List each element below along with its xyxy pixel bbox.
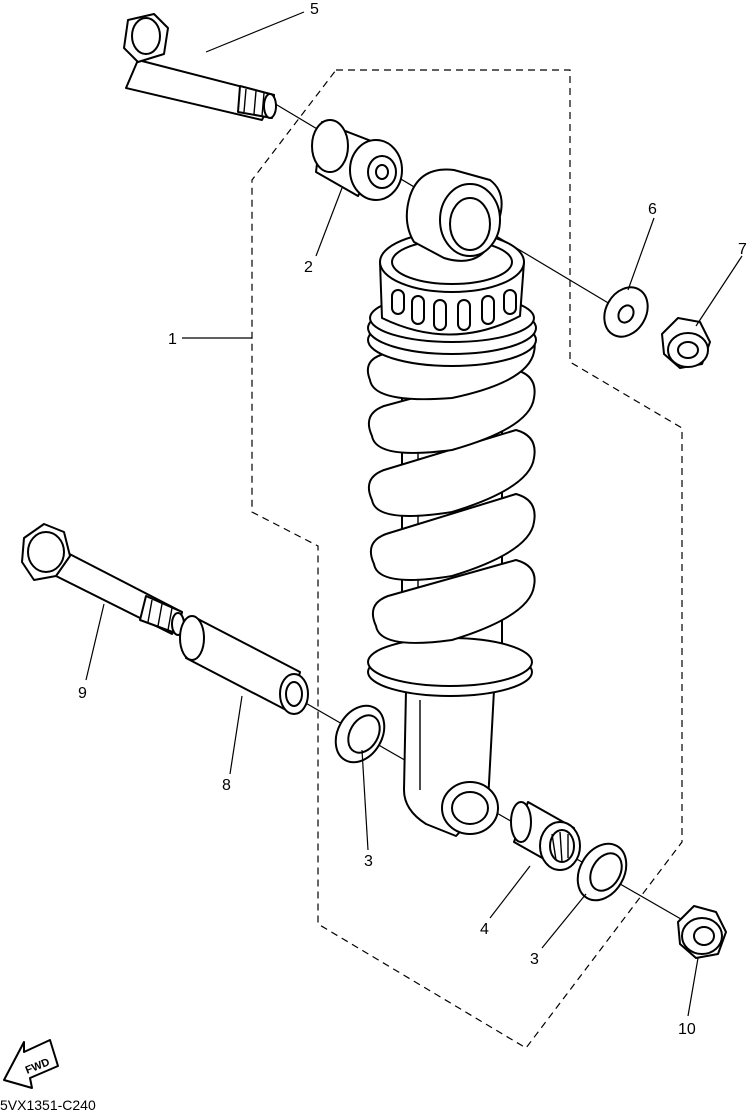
oil-seal-right	[576, 842, 628, 902]
callout-8: 8	[222, 777, 231, 794]
lower-collar	[179, 615, 309, 715]
lower-bolt	[21, 523, 185, 636]
leader-10	[687, 957, 699, 1017]
upper-collar	[311, 119, 403, 201]
leader-3b	[541, 893, 587, 949]
drawing-code: 5VX1351-C240	[0, 1097, 96, 1112]
shock-absorber	[366, 168, 537, 837]
oil-seal-left	[334, 704, 386, 764]
leader-2	[315, 187, 343, 257]
upper-bolt	[123, 13, 277, 121]
leader-6	[627, 217, 655, 291]
leader-7	[695, 255, 743, 327]
callout-2: 2	[304, 259, 313, 276]
upper-nut	[661, 317, 711, 369]
bearing	[510, 801, 581, 871]
leader-9	[85, 603, 105, 681]
leader-5	[205, 11, 305, 53]
leader-3a	[361, 749, 369, 851]
callout-3a: 3	[364, 853, 373, 870]
callout-1: 1	[168, 331, 177, 348]
callout-10: 10	[678, 1021, 696, 1038]
fwd-arrow-icon: FWD	[3, 1039, 59, 1089]
callout-3b: 3	[530, 951, 539, 968]
callout-5: 5	[310, 1, 319, 18]
callout-9: 9	[78, 685, 87, 702]
leader-8	[229, 695, 243, 775]
washer	[603, 286, 649, 338]
callout-7: 7	[738, 241, 747, 258]
lower-nut	[677, 905, 727, 959]
leader-4	[489, 865, 531, 919]
callout-6: 6	[648, 201, 657, 218]
callout-4: 4	[480, 921, 489, 938]
